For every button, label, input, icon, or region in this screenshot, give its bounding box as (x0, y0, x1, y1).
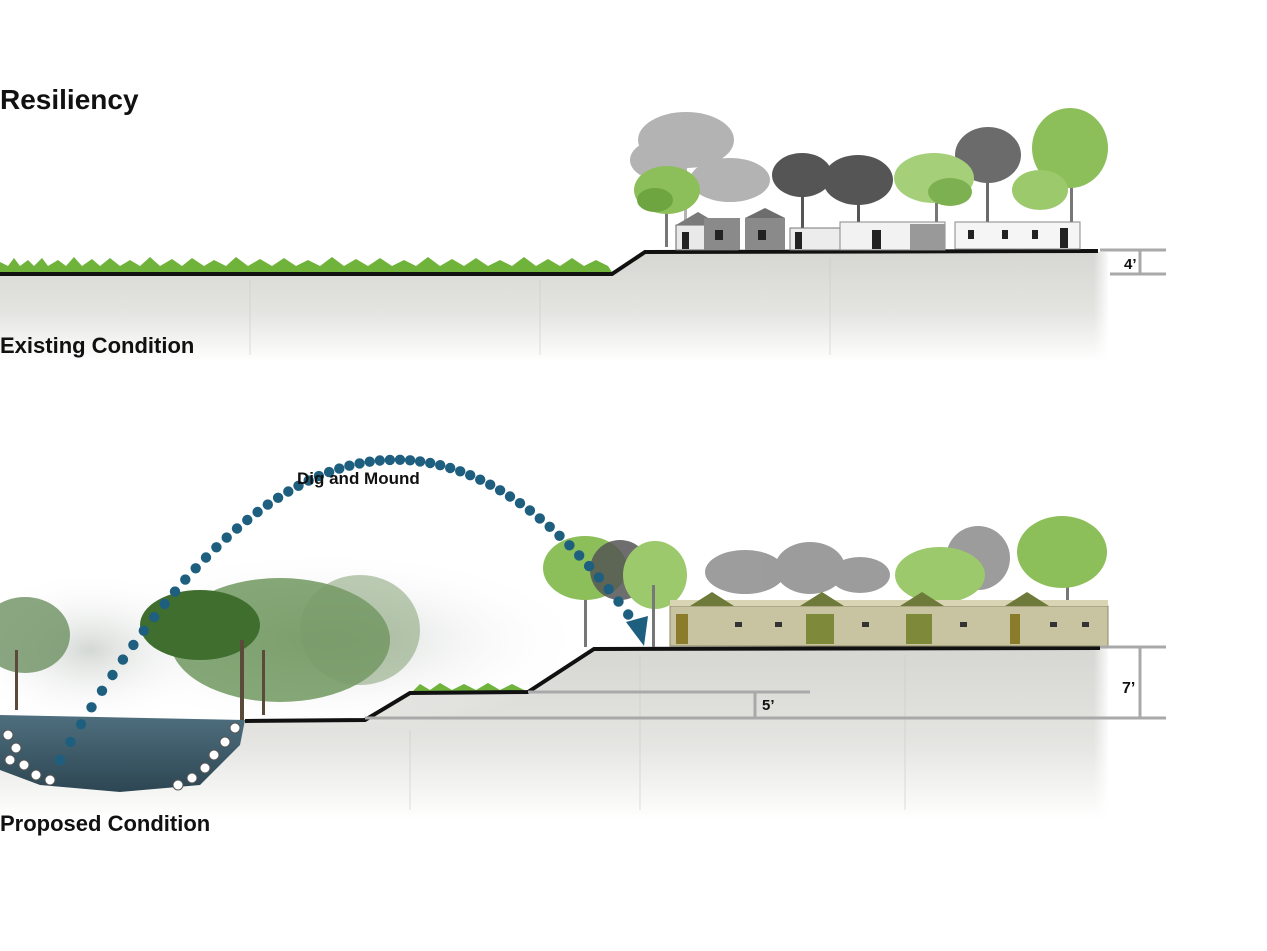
arc-dot (435, 460, 446, 471)
arc-dot (544, 521, 555, 532)
arc-dot (128, 639, 139, 651)
arc-dot (86, 702, 97, 713)
arc-dot (534, 513, 545, 524)
arc-dot (96, 685, 108, 696)
proposed-condition-label: Proposed Condition (0, 811, 211, 836)
tree-icon (634, 166, 700, 247)
tree-icon (1012, 108, 1108, 248)
arc-dot (364, 456, 375, 467)
arc-arrowhead (626, 616, 648, 646)
arc-dot (211, 542, 222, 553)
existing-ground-line (0, 249, 1099, 276)
existing-condition-label: Existing Condition (0, 333, 195, 358)
proposed-section (0, 454, 1166, 825)
dimension-7ft (365, 645, 1166, 720)
arc-dot (169, 586, 181, 597)
dig-and-mound-label: Dig and Mound (297, 469, 420, 488)
terrace-elevation-label: 5’ (762, 697, 775, 714)
arc-dot (494, 485, 506, 496)
arc-dot (138, 625, 149, 636)
dig-and-mound-arc (54, 454, 644, 766)
arc-dot (65, 736, 76, 748)
arc-dot (485, 479, 496, 490)
arc-dot (574, 550, 585, 561)
arc-dot (54, 754, 66, 766)
arc-dot (603, 584, 614, 595)
arc-dot (465, 470, 476, 481)
dimension-4ft (1100, 248, 1166, 276)
arc-dot (323, 466, 335, 478)
tree-icon (0, 597, 70, 710)
arc-dot (334, 463, 345, 474)
arc-dot (445, 462, 456, 474)
tree-icon (772, 153, 893, 245)
arc-dot (159, 598, 170, 610)
building-icon (839, 221, 946, 251)
arc-dot (414, 456, 426, 467)
arc-dot (524, 505, 536, 516)
arc-dot (455, 466, 466, 477)
arc-dot (190, 563, 201, 574)
arc-dot (200, 552, 212, 563)
proposed-ground (0, 648, 1108, 820)
arc-dot (384, 454, 396, 466)
tree-icon (955, 127, 1021, 245)
arc-dot (354, 458, 365, 469)
building-icon (669, 592, 1109, 647)
arc-dot (262, 499, 273, 510)
arc-dot (293, 480, 304, 491)
arc-dot (107, 669, 118, 681)
tree-icon (140, 575, 420, 720)
arc-dot (394, 454, 406, 465)
arc-dot (117, 654, 129, 665)
arc-dot (149, 611, 160, 623)
arc-dot (180, 574, 191, 585)
arc-dot (593, 572, 605, 583)
existing-elevation-label: 4’ (1124, 256, 1137, 273)
arc-dot (425, 457, 436, 469)
arc-dot (613, 596, 624, 607)
arc-dot (231, 523, 243, 534)
arc-dot (252, 506, 263, 518)
arc-dot (344, 460, 355, 471)
existing-section (0, 108, 1166, 365)
arc-dot (303, 475, 314, 486)
page-title: Resiliency (0, 84, 139, 115)
arc-dot (475, 474, 486, 485)
existing-ground (0, 252, 1108, 362)
arc-dot (272, 492, 284, 503)
grass-icon (412, 683, 528, 692)
building-icon (675, 212, 740, 251)
pond (0, 715, 245, 792)
arc-dot (623, 609, 634, 620)
dimension-5ft (528, 690, 810, 718)
arc-dot (514, 498, 526, 509)
building-icon (954, 221, 1081, 250)
arc-dot (374, 455, 385, 466)
proposed-elevation-label: 7’ (1122, 680, 1136, 697)
arc-dot (221, 532, 232, 543)
grass-icon (0, 257, 612, 272)
arc-dot (75, 719, 87, 730)
arc-dot (583, 560, 595, 572)
arc-dot (504, 491, 516, 502)
rock-icon (2, 722, 241, 791)
arc-dot (564, 540, 575, 551)
proposed-ground-line (244, 646, 1101, 723)
tree-icon (894, 153, 974, 247)
arc-dot (283, 486, 294, 497)
arc-dot (554, 530, 565, 541)
arc-dot (404, 455, 416, 466)
arc-dot (242, 514, 253, 526)
arc-dot (313, 470, 325, 482)
building-icon (745, 208, 841, 251)
